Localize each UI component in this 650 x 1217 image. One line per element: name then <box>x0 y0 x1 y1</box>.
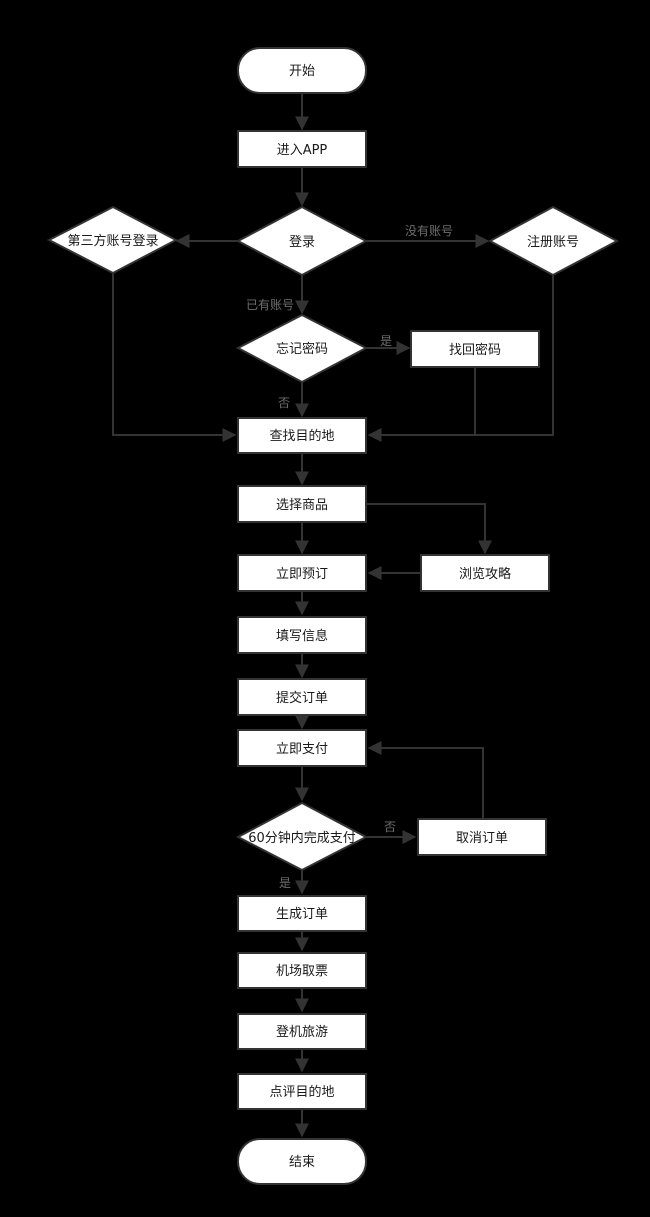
node-start-label: 开始 <box>289 64 315 79</box>
label-has-account: 已有账号 <box>246 298 294 312</box>
node-recover-password-label: 找回密码 <box>449 342 501 358</box>
node-enter-app-label: 进入APP <box>277 143 328 158</box>
node-find-destination: 查找目的地 <box>237 417 367 454</box>
edges <box>112 93 554 1138</box>
node-third-party-login-label: 第三方账号登录 <box>67 233 158 249</box>
label-pay-yes: 是 <box>279 876 291 890</box>
edge-thirdparty-find <box>112 273 237 442</box>
node-airport-ticket-label: 机场取票 <box>276 964 328 979</box>
edge-register-find <box>367 275 554 442</box>
label-no-account: 没有账号 <box>405 223 453 238</box>
node-login-decision: 登录 <box>235 205 369 277</box>
node-board-travel: 登机旅游 <box>237 1013 367 1050</box>
node-pay-now: 立即支付 <box>237 729 367 767</box>
label-forgot-yes: 是 <box>380 334 392 348</box>
label-forgot-no: 否 <box>278 396 290 410</box>
node-cancel-order-label: 取消订单 <box>456 831 508 846</box>
node-end: 结束 <box>237 1138 367 1185</box>
node-start: 开始 <box>237 47 367 94</box>
node-select-product: 选择商品 <box>237 485 367 523</box>
edge-select-browse <box>366 503 492 555</box>
node-fill-info: 填写信息 <box>237 616 367 654</box>
edge-cancel-pay <box>367 741 484 819</box>
node-pay-within-60-label: 60分钟内完成支付 <box>248 830 356 846</box>
node-find-destination-label: 查找目的地 <box>269 428 334 444</box>
node-book-now-label: 立即预订 <box>276 567 328 582</box>
node-generate-order: 生成订单 <box>237 895 367 932</box>
node-book-now: 立即预订 <box>237 554 367 592</box>
node-browse-guides: 浏览攻略 <box>420 554 550 592</box>
node-third-party-login: 第三方账号登录 <box>46 205 179 275</box>
node-enter-app: 进入APP <box>237 130 367 168</box>
node-cancel-order: 取消订单 <box>417 818 547 856</box>
node-register: 注册账号 <box>487 205 620 277</box>
node-board-travel-label: 登机旅游 <box>276 1025 328 1040</box>
label-pay-no: 否 <box>384 820 396 834</box>
node-forgot-password-decision: 忘记密码 <box>235 313 369 384</box>
node-airport-ticket: 机场取票 <box>237 952 367 989</box>
node-recover-password: 找回密码 <box>410 330 540 368</box>
node-pay-within-60-decision: 60分钟内完成支付 <box>235 801 369 872</box>
node-submit-order: 提交订单 <box>237 678 367 716</box>
node-submit-order-label: 提交订单 <box>276 690 328 706</box>
node-forgot-password-label: 忘记密码 <box>276 341 328 357</box>
node-select-product-label: 选择商品 <box>276 498 328 513</box>
node-review-destination-label: 点评目的地 <box>269 1084 334 1100</box>
node-register-label: 注册账号 <box>527 235 579 250</box>
node-generate-order-label: 生成订单 <box>276 907 328 922</box>
edge-labels: 没有账号 已有账号 是 否 否 是 <box>246 223 453 890</box>
node-fill-info-label: 填写信息 <box>276 628 328 644</box>
node-browse-guides-label: 浏览攻略 <box>459 566 511 582</box>
node-login-label: 登录 <box>289 235 315 250</box>
node-review-destination: 点评目的地 <box>237 1073 367 1110</box>
node-end-label: 结束 <box>289 1155 315 1170</box>
node-pay-now-label: 立即支付 <box>276 742 328 757</box>
